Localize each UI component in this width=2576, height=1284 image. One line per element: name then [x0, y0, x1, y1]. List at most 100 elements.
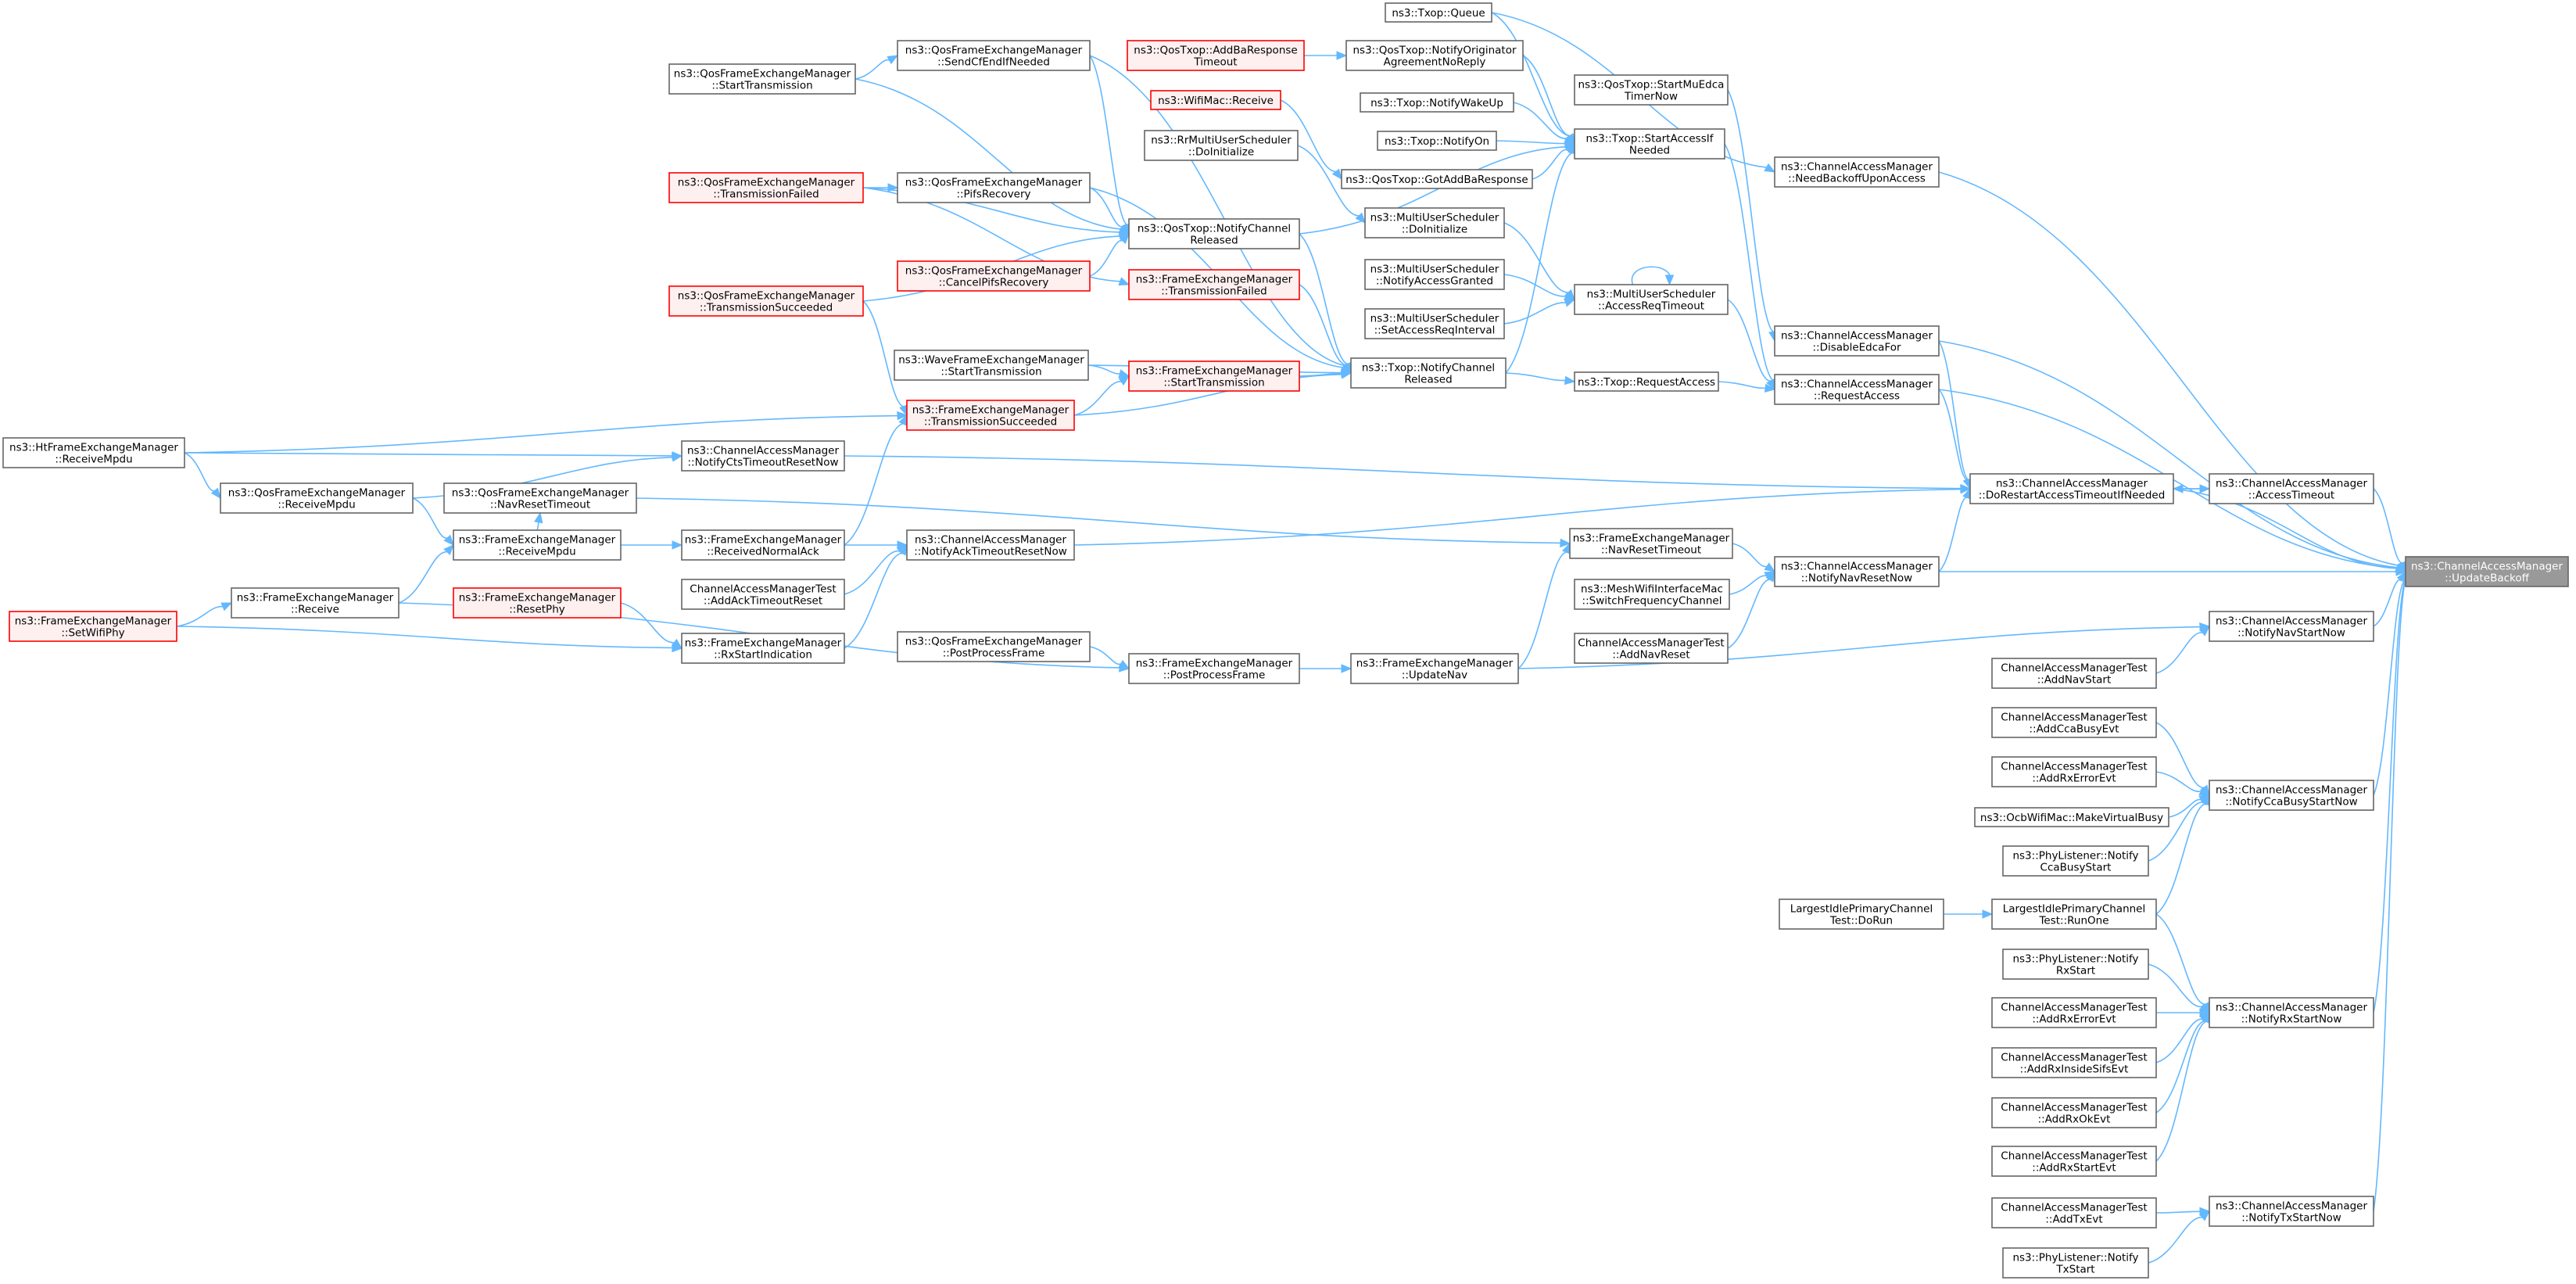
graph-node-qfem-st[interactable]: ns3::QosFrameExchangeManager::StartTrans… [668, 63, 856, 95]
call-edge [2155, 913, 2210, 1014]
graph-node-owm-mvb[interactable]: ns3::OcbWifiMac::MakeVirtualBusy [1974, 807, 2169, 827]
graph-node-fem-ts[interactable]: ns3::FrameExchangeManager::TransmissionS… [906, 400, 1075, 431]
graph-node-qt-noanr[interactable]: ns3::QosTxop::NotifyOriginatorAgreementN… [1345, 40, 1524, 71]
node-label: ns3::MultiUserScheduler [1370, 313, 1499, 325]
graph-node-ncbsn[interactable]: ns3::ChannelAccessManager::NotifyCcaBusy… [2209, 780, 2374, 811]
graph-node-fem-nrt[interactable]: ns3::FrameExchangeManager::NavResetTimeo… [1569, 528, 1733, 559]
graph-node-camt-ate[interactable]: ChannelAccessManagerTest::AddTxEvt [1991, 1197, 2157, 1228]
graph-node-camt-anr[interactable]: ChannelAccessManagerTest::AddNavReset [1574, 633, 1729, 664]
graph-node-camt-arise[interactable]: ChannelAccessManagerTest::AddRxInsideSif… [1991, 1047, 2157, 1078]
node-label: ::NotifyNavStartNow [2237, 627, 2345, 640]
call-edge [620, 540, 683, 550]
graph-node-pl-nrs[interactable]: ns3::PhyListener::NotifyRxStart [2002, 949, 2149, 980]
node-box [1385, 2, 1492, 23]
graph-node-rrmus-di[interactable]: ns3::RrMultiUserScheduler::DoInitialize [1144, 130, 1299, 161]
graph-node-qt-gabr[interactable]: ns3::QosTxop::GotAddBaResponse [1341, 169, 1533, 189]
arrowhead [897, 411, 908, 421]
graph-node-camt-aroe[interactable]: ChannelAccessManagerTest::AddRxOkEvt [1991, 1097, 2157, 1128]
arrowhead [1331, 168, 1342, 181]
arrowhead [2395, 567, 2407, 576]
graph-node-def[interactable]: ns3::ChannelAccessManager::DisableEdcaFo… [1774, 325, 1940, 357]
graph-node-fem-st[interactable]: ns3::FrameExchangeManager::StartTransmis… [1128, 360, 1300, 392]
graph-node-camt-arxe2[interactable]: ChannelAccessManagerTest::AddRxErrorEvt [1991, 997, 2157, 1028]
node-label: ::StartTransmission [940, 366, 1041, 378]
node-label: ns3::QosFrameExchangeManager [905, 45, 1083, 57]
graph-node-at[interactable]: ns3::ChannelAccessManager::AccessTimeout [2209, 473, 2374, 504]
graph-node-nbua[interactable]: ns3::ChannelAccessManager::NeedBackoffUp… [1774, 156, 1940, 188]
graph-node-mus-sari[interactable]: ns3::MultiUserScheduler::SetAccessReqInt… [1364, 308, 1505, 339]
graph-node-wfem-st[interactable]: ns3::WaveFrameExchangeManager::StartTran… [894, 350, 1089, 381]
graph-node-pl-nts[interactable]: ns3::PhyListener::NotifyTxStart [2002, 1247, 2149, 1279]
graph-node-mus-art[interactable]: ns3::MultiUserScheduler::AccessReqTimeou… [1574, 284, 1729, 315]
node-label: ::TransmissionSucceeded [700, 302, 833, 314]
graph-node-nrsn[interactable]: ns3::ChannelAccessManager::NotifyRxStart… [2209, 997, 2374, 1028]
edge-line [1938, 389, 2397, 569]
graph-node-qfem-cpr[interactable]: ns3::QosFrameExchangeManager::CancelPifs… [897, 260, 1091, 292]
graph-node-qfem-pr[interactable]: ns3::QosFrameExchangeManager::PifsRecove… [897, 172, 1091, 203]
graph-node-cam-natrn[interactable]: ns3::ChannelAccessManager::NotifyAckTime… [906, 529, 1075, 561]
edge-line [1297, 145, 1360, 217]
graph-node-pl-ncbs[interactable]: ns3::PhyListener::NotifyCcaBusyStart [2002, 845, 2149, 877]
graph-node-fem-rsi[interactable]: ns3::FrameExchangeManager::RxStartIndica… [681, 633, 845, 664]
call-edge [1727, 89, 1778, 343]
graph-node-t-q[interactable]: ns3::Txop::Queue [1385, 2, 1492, 23]
graph-node-camt-arxe1[interactable]: ChannelAccessManagerTest::AddRxErrorEvt [1991, 756, 2157, 787]
graph-node-ub[interactable]: ns3::ChannelAccessManager::UpdateBackoff [2405, 556, 2569, 587]
graph-node-fem-un[interactable]: ns3::FrameExchangeManager::UpdateNav [1350, 653, 1519, 684]
graph-node-fem-tf[interactable]: ns3::FrameExchangeManager::TransmissionF… [1128, 269, 1300, 300]
node-label: LargestIdlePrimaryChannel [1790, 903, 1933, 916]
graph-node-qfem-ppf[interactable]: ns3::QosFrameExchangeManager::PostProces… [897, 631, 1091, 662]
graph-node-mwim-sfc[interactable]: ns3::MeshWifiInterfaceMac::SwitchFrequen… [1574, 579, 1730, 610]
node-label: ::StartTransmission [711, 80, 812, 92]
graph-node-qfem-scen[interactable]: ns3::QosFrameExchangeManager::SendCfEndI… [897, 40, 1091, 71]
node-label: ns3::PhyListener::Notify [2012, 953, 2138, 966]
graph-node-fem-rm[interactable]: ns3::FrameExchangeManager::ReceiveMpdu [453, 529, 622, 561]
graph-node-mus-di[interactable]: ns3::MultiUserScheduler::DoInitialize [1364, 207, 1505, 239]
node-box [681, 579, 845, 610]
node-label: ::AddNavReset [1612, 649, 1689, 662]
graph-node-cam-nctrn[interactable]: ns3::ChannelAccessManager::NotifyCtsTime… [681, 440, 845, 472]
graph-node-qfem-nrt[interactable]: ns3::QosFrameExchangeManager::NavResetTi… [443, 482, 637, 514]
node-box [1991, 1197, 2157, 1228]
graph-node-htfem-rm[interactable]: ns3::HtFrameExchangeManager::ReceiveMpdu [2, 437, 185, 468]
node-box [1991, 658, 2157, 689]
graph-node-camt-ans[interactable]: ChannelAccessManagerTest::AddNavStart [1991, 658, 2157, 689]
graph-node-qfem-ts[interactable]: ns3::QosFrameExchangeManager::Transmissi… [668, 285, 864, 317]
arrowhead [1119, 223, 1130, 235]
graph-node-camt-acbe[interactable]: ChannelAccessManagerTest::AddCcaBusyEvt [1991, 707, 2157, 738]
node-box [1774, 325, 1940, 357]
graph-node-qfem-rm[interactable]: ns3::QosFrameExchangeManager::ReceiveMpd… [220, 482, 414, 514]
arrowhead [1960, 485, 1972, 494]
call-edge [854, 55, 899, 80]
graph-node-drat[interactable]: ns3::ChannelAccessManager::DoRestartAcce… [1969, 473, 2174, 504]
graph-node-cam-ra[interactable]: ns3::ChannelAccessManager::RequestAccess [1774, 374, 1940, 405]
edge-line [2148, 801, 2203, 862]
node-label: ChannelAccessManagerTest [2001, 1150, 2147, 1163]
graph-node-nnsn[interactable]: ns3::ChannelAccessManager::NotifyNavStar… [2209, 611, 2374, 642]
graph-node-fem-rp[interactable]: ns3::FrameExchangeManager::ResetPhy [453, 587, 622, 619]
graph-node-camt-arse[interactable]: ChannelAccessManagerTest::AddRxStartEvt [1991, 1146, 2157, 1177]
graph-node-nnrn[interactable]: ns3::ChannelAccessManager::NotifyNavRese… [1774, 556, 1940, 587]
node-label: ::TransmissionFailed [1161, 285, 1267, 298]
graph-node-t-no[interactable]: ns3::Txop::NotifyOn [1377, 131, 1497, 151]
graph-node-mus-nag[interactable]: ns3::MultiUserScheduler::NotifyAccessGra… [1364, 259, 1505, 290]
graph-node-camt-aatr[interactable]: ChannelAccessManagerTest::AddAckTimeoutR… [681, 579, 845, 610]
graph-node-fem-ppf[interactable]: ns3::FrameExchangeManager::PostProcessFr… [1128, 653, 1300, 684]
graph-node-fem-r[interactable]: ns3::FrameExchangeManager::Receive [231, 587, 399, 619]
graph-node-ntsn[interactable]: ns3::ChannelAccessManager::NotifyTxStart… [2209, 1196, 2374, 1227]
graph-node-wm-r[interactable]: ns3::WifiMac::Receive [1150, 90, 1281, 110]
graph-node-qfem-tf[interactable]: ns3::QosFrameExchangeManager::Transmissi… [668, 172, 864, 203]
graph-node-fem-rna[interactable]: ns3::FrameExchangeManager::ReceivedNorma… [681, 529, 845, 561]
call-edge [2148, 963, 2211, 1013]
graph-node-t-ra[interactable]: ns3::Txop::RequestAccess [1574, 371, 1719, 392]
edge-line [176, 626, 673, 649]
graph-node-fem-swp[interactable]: ns3::FrameExchangeManager::SetWifiPhy [9, 611, 177, 642]
graph-node-t-nwu[interactable]: ns3::Txop::NotifyWakeUp [1360, 92, 1514, 113]
